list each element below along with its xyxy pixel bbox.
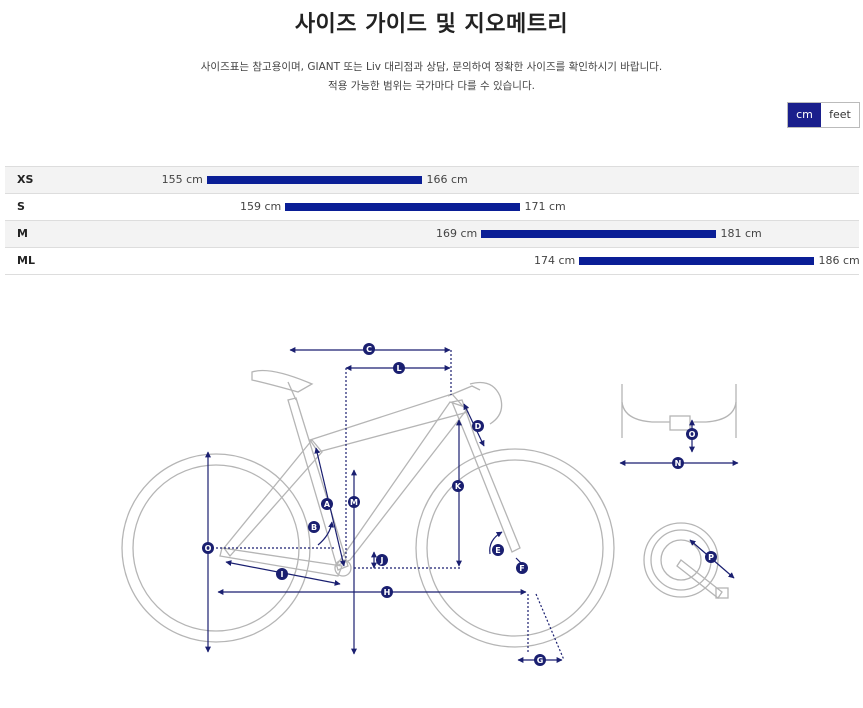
size-label: XS	[17, 173, 34, 186]
size-min-label: 155 cm	[161, 173, 203, 186]
size-label: S	[17, 200, 25, 213]
svg-text:B: B	[311, 523, 317, 532]
svg-text:I: I	[281, 570, 284, 579]
svg-text:D: D	[475, 422, 482, 431]
svg-text:N: N	[675, 459, 682, 468]
dimension-label-o: O	[686, 428, 698, 440]
unit-cm-button[interactable]: cm	[788, 103, 821, 127]
size-label: M	[17, 227, 28, 240]
svg-text:H: H	[384, 588, 391, 597]
page-title: 사이즈 가이드 및 지오메트리	[294, 12, 569, 37]
size-chart: XS 155 cm 166 cm S 159 cm 171 cm M 169 cm 181 cm…	[5, 166, 860, 275]
size-min-label: 169 cm	[436, 227, 478, 240]
size-min-label: 174 cm	[534, 254, 576, 267]
dimension-label-p: P	[705, 551, 717, 563]
svg-text:G: G	[537, 656, 544, 665]
size-label: ML	[17, 254, 35, 267]
svg-text:O: O	[689, 430, 696, 439]
svg-text:A: A	[324, 500, 331, 509]
size-max-label: 166 cm	[426, 173, 468, 186]
dimension-label-j: J	[376, 554, 388, 566]
size-range-bar	[285, 203, 521, 211]
dimension-label-k: K	[452, 480, 464, 492]
size-min-label: 159 cm	[240, 200, 282, 213]
dimension-label-l: L	[393, 362, 405, 374]
size-range-bar	[206, 176, 423, 184]
bike-outline	[121, 369, 615, 648]
dimension-label-c: C	[363, 343, 375, 355]
size-row: M 169 cm 181 cm	[5, 221, 859, 248]
dimension-label-b: B	[308, 521, 320, 533]
unit-feet-button[interactable]: feet	[821, 103, 859, 127]
svg-text:J: J	[380, 556, 384, 565]
dimension-label-a: A	[321, 498, 333, 510]
svg-text:M: M	[350, 498, 358, 507]
dimension-label-g: G	[534, 654, 546, 666]
dimension-label-f: F	[516, 562, 528, 574]
dimension-label-i: I	[276, 568, 288, 580]
size-max-label: 171 cm	[524, 200, 566, 213]
unit-toggle: cm feet	[787, 102, 860, 128]
svg-text:E: E	[495, 546, 500, 555]
svg-text:O: O	[205, 544, 212, 553]
dimension-label-n: N	[672, 457, 684, 469]
dimension-label-m: M	[348, 496, 360, 508]
dimension-label-h: H	[381, 586, 393, 598]
dimension-label-e: E	[492, 544, 504, 556]
size-row: S 159 cm 171 cm	[5, 194, 859, 221]
svg-text:C: C	[366, 345, 372, 354]
svg-text:K: K	[455, 482, 462, 491]
size-guide-region-note: 적용 가능한 범위는 국가마다 다를 수 있습니다.	[328, 80, 535, 92]
svg-text:P: P	[708, 553, 714, 562]
svg-text:F: F	[519, 564, 524, 573]
dimension-badges: A B C D E F G H I J K L M N O O P	[202, 343, 717, 666]
size-range-bar	[481, 230, 717, 238]
size-max-label: 181 cm	[720, 227, 762, 240]
size-row: XS 155 cm 166 cm	[5, 167, 859, 194]
size-guide-note: 사이즈표는 참고용이며, GIANT 또는 Liv 대리점과 상담, 문의하여 …	[200, 61, 663, 73]
dimension-label-o: O	[202, 542, 214, 554]
dimension-label-d: D	[472, 420, 484, 432]
size-row: ML 174 cm 186 cm	[5, 248, 860, 275]
svg-text:L: L	[396, 364, 401, 373]
handlebar-front-view	[621, 384, 737, 438]
size-max-label: 186 cm	[818, 254, 860, 267]
size-range-bar	[579, 257, 815, 265]
